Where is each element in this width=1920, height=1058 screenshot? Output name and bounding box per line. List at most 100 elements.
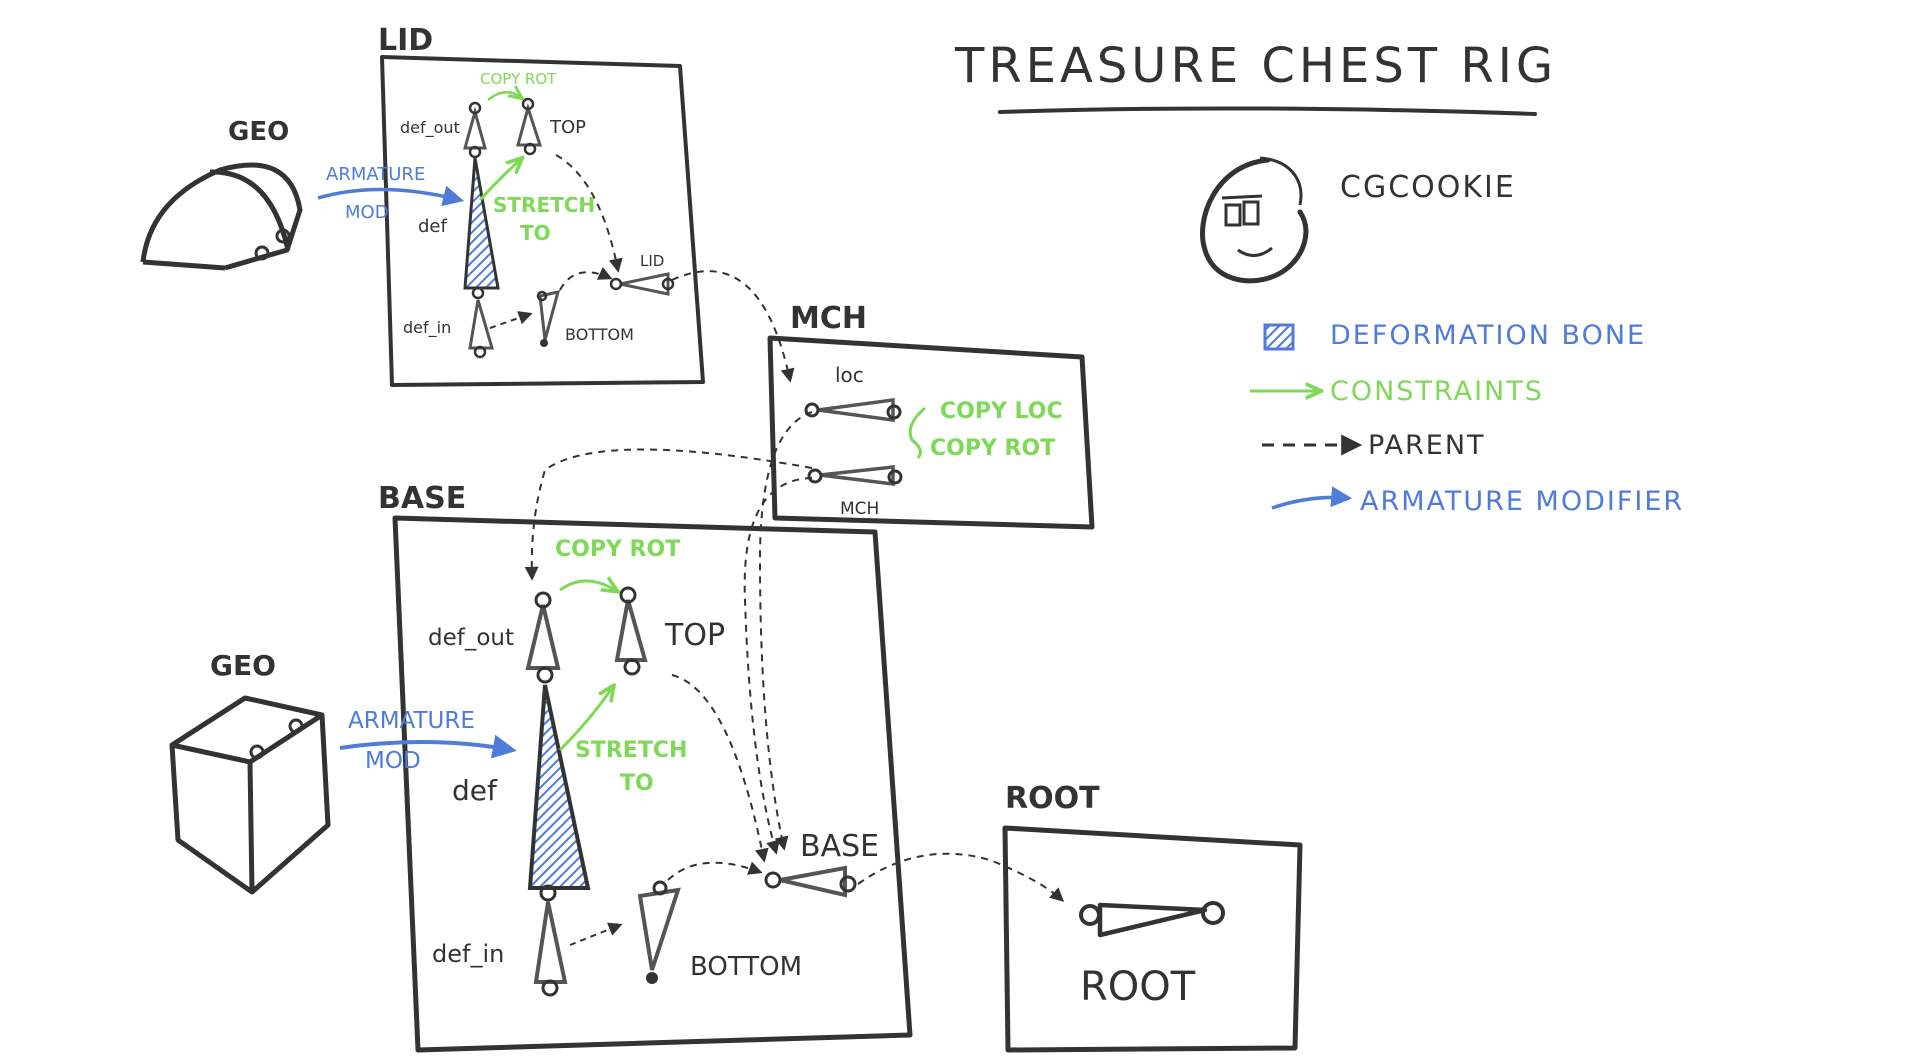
base-bone-base — [779, 865, 847, 898]
base-stretch-label: STRETCH — [575, 738, 687, 763]
base-joint — [619, 586, 637, 604]
base-bone-top — [614, 599, 648, 662]
base-joint — [536, 666, 554, 684]
base-section: BASE GEO ARMATURE MOD def_out def def_in… — [169, 481, 913, 1053]
mch-joint — [886, 404, 902, 420]
lid-joint — [521, 97, 535, 111]
lid-joint — [473, 345, 487, 359]
lid-bone-def-in — [468, 299, 494, 350]
base-bone-def-in — [533, 901, 568, 984]
lid-to-label: TO — [520, 221, 551, 245]
root-section: ROOT ROOT — [1002, 781, 1303, 1053]
lid-bone-top — [516, 102, 543, 147]
base-joint — [534, 591, 552, 609]
base-parent-bottom-to-base — [667, 861, 763, 881]
parent-lid-to-mch-loc — [671, 270, 795, 383]
lid-def-label: def — [418, 216, 448, 237]
base-joint — [623, 658, 641, 676]
lid-box — [380, 55, 705, 387]
lid-bone-def — [463, 157, 500, 290]
lid-joint — [468, 101, 482, 115]
lid-geo-shape — [140, 162, 303, 271]
lid-armature-label: ARMATURE — [326, 164, 425, 185]
legend: DEFORMATION BONE CONSTRAINTS PARENT ARMA… — [1250, 320, 1682, 517]
lid-top-label: TOP — [549, 117, 586, 138]
base-geo-joint — [249, 744, 265, 760]
lid-copy-rot-arrow — [487, 92, 520, 101]
mch-joint — [804, 402, 820, 418]
lid-bone-def-out — [463, 106, 487, 150]
mch-loc-label: loc — [835, 363, 864, 387]
root-box — [1002, 825, 1303, 1053]
base-joint — [839, 875, 857, 893]
lid-parent-top-to-lid — [555, 154, 623, 273]
lid-def-in-label: def_in — [403, 318, 451, 338]
lid-joint — [471, 286, 485, 300]
mch-copy-loc-label: COPY LOC — [940, 399, 1063, 424]
lid-bone-bottom — [538, 289, 561, 341]
lid-def-out-label: def_out — [400, 118, 460, 138]
mch-joint — [807, 468, 823, 484]
base-armature-label: ARMATURE — [348, 708, 475, 734]
lid-joint — [536, 290, 548, 302]
lid-copy-rot-label: COPY ROT — [480, 70, 557, 88]
lid-joint — [523, 142, 537, 156]
base-box — [392, 515, 913, 1053]
base-def-label: def — [452, 774, 498, 807]
base-geo-shape — [169, 695, 331, 895]
base-title: BASE — [378, 481, 466, 516]
base-bone-def-out — [525, 604, 561, 670]
mch-copy-rot-label: COPY ROT — [930, 436, 1055, 461]
lid-joint — [468, 145, 482, 159]
lid-title: LID — [378, 23, 433, 58]
lid-lid-label: LID — [640, 252, 664, 270]
legend-constraints-label: CONSTRAINTS — [1330, 376, 1544, 407]
cgcookie-logo-icon — [1200, 156, 1309, 284]
lid-armature-arrow — [317, 185, 465, 207]
lid-bottom-label: BOTTOM — [565, 325, 634, 344]
base-to-label: TO — [620, 771, 654, 796]
lid-geo-joint — [275, 228, 291, 244]
root-title: ROOT — [1005, 781, 1100, 816]
base-parent-top-to-base — [671, 674, 769, 863]
base-joint — [764, 871, 782, 889]
lid-parent-bottom-to-lid — [559, 266, 613, 291]
legend-deformation-swatch — [1263, 323, 1295, 351]
base-base-label: BASE — [800, 829, 879, 864]
mch-bone-loc — [817, 398, 895, 422]
mch-title: MCH — [790, 301, 867, 336]
mch-mch-label: MCH — [840, 499, 879, 519]
lid-parent-defin-to-bottom — [489, 311, 533, 329]
mch-section: MCH loc MCH COPY LOC COPY ROT — [767, 301, 1095, 530]
base-geo-joint — [288, 718, 304, 734]
lid-mod-label: MOD — [345, 202, 389, 223]
base-mod-label: MOD — [365, 748, 421, 774]
diagram-title: TREASURE CHEST RIG — [954, 38, 1557, 94]
base-bottom-label: BOTTOM — [690, 952, 802, 982]
base-copy-rot-label: COPY ROT — [555, 537, 680, 562]
base-joint — [539, 884, 557, 902]
mch-box — [767, 335, 1095, 530]
base-top-label: TOP — [664, 618, 725, 653]
parent-mch-loc-to-base — [758, 411, 813, 851]
root-bone — [1097, 902, 1208, 938]
title-underline — [998, 106, 1537, 116]
lid-stretch-label: STRETCH — [493, 193, 595, 217]
base-def-in-label: def_in — [432, 940, 504, 968]
base-bone-def — [527, 684, 591, 890]
legend-deformation-label: DEFORMATION BONE — [1330, 320, 1646, 351]
base-parent-defin-to-bottom — [569, 922, 623, 946]
mch-bone-mch — [819, 465, 895, 486]
lid-joint — [661, 277, 675, 291]
base-armature-arrow — [339, 734, 517, 759]
lid-geo-joint — [254, 245, 270, 261]
lid-section: LID GEO ARMATURE MOD def_out def def_in … — [140, 23, 705, 387]
base-joint — [541, 979, 559, 997]
lid-joint — [609, 277, 623, 291]
root-joint — [1201, 901, 1225, 925]
lid-bone-lid — [619, 272, 670, 296]
base-def-out-label: def_out — [428, 625, 514, 651]
mch-constraint-bracket — [908, 406, 926, 459]
base-bone-bottom — [637, 887, 681, 971]
